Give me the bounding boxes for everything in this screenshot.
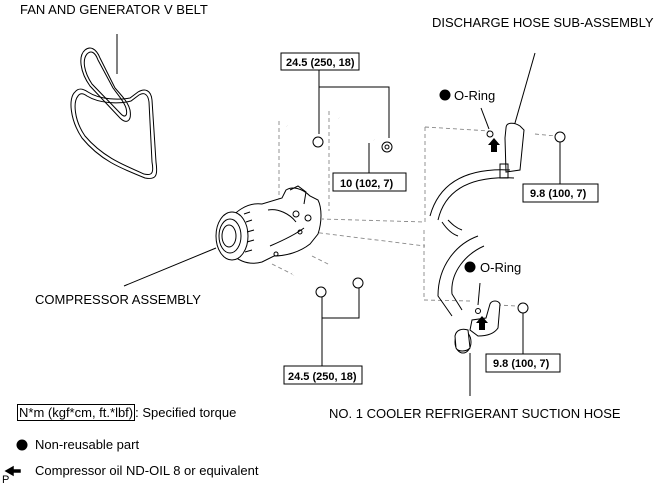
compressor-leader bbox=[123, 247, 217, 287]
oring-lower-label: O-Ring bbox=[480, 260, 521, 275]
compressor-drawing bbox=[215, 185, 322, 264]
torque-stud: 10 (102, 7) bbox=[340, 178, 394, 190]
torque-box-suction bbox=[485, 353, 561, 373]
suction-hose-label: NO. 1 COOLER REFRIGERANT SUCTION HOSE bbox=[329, 406, 621, 421]
discharge-hose-label: DISCHARGE HOSE SUB-ASSEMBLY bbox=[432, 15, 654, 30]
torque-unit: N*m (kgf*cm, ft.*lbf) bbox=[17, 404, 136, 421]
legend-torque: N*m (kgf*cm, ft.*lbf): Specified torque bbox=[17, 404, 237, 421]
torque-box-top-bolts bbox=[280, 52, 360, 71]
mounting-bolt-bottom-right bbox=[327, 263, 364, 289]
oring-upper-label: O-Ring bbox=[454, 88, 495, 103]
mounting-nut bbox=[381, 141, 393, 153]
oil-legend-arrow-icon bbox=[4, 465, 21, 477]
non-reusable-legend-icon bbox=[16, 439, 28, 451]
dash-line bbox=[311, 231, 426, 247]
oring-upper-leader bbox=[480, 107, 490, 130]
discharge-hose-drawing bbox=[429, 122, 525, 221]
legend-non-reusable: Non-reusable part bbox=[35, 437, 140, 452]
leader-top-nut bbox=[319, 86, 390, 138]
fan-belt-label: FAN AND GENERATOR V BELT bbox=[20, 2, 208, 17]
discharge-bolt bbox=[545, 131, 566, 143]
discharge-hose-leader bbox=[512, 52, 536, 131]
oring-lower-leader bbox=[477, 282, 481, 306]
torque-top-bolts: 24.5 (250, 18) bbox=[286, 57, 355, 69]
dash-line bbox=[424, 126, 491, 132]
v-belt-drawing bbox=[70, 47, 158, 179]
torque-discharge: 9.8 (100, 7) bbox=[530, 188, 587, 200]
dash-line bbox=[534, 133, 556, 137]
torque-box-stud bbox=[332, 172, 407, 192]
suction-bolt bbox=[507, 302, 529, 314]
mounting-bolt-bottom-left bbox=[291, 272, 327, 298]
torque-desc: : Specified torque bbox=[135, 405, 237, 420]
torque-bottom-bolts: 24.5 (250, 18) bbox=[288, 371, 357, 383]
dash-line bbox=[423, 230, 471, 302]
non-reusable-dot-icon bbox=[464, 261, 476, 273]
legend-oil: Compressor oil ND-OIL 8 or equivalent bbox=[35, 463, 259, 478]
torque-box-discharge bbox=[522, 183, 599, 203]
torque-suction: 9.8 (100, 7) bbox=[493, 358, 550, 370]
torque-box-bottom-bolts bbox=[283, 365, 363, 385]
dash-line bbox=[311, 255, 329, 265]
non-reusable-dot-icon bbox=[439, 89, 451, 101]
oil-arrow-icon bbox=[488, 138, 500, 152]
corner-mark: P bbox=[2, 474, 10, 486]
suction-hose-drawing bbox=[437, 219, 501, 354]
leader-bottom-bolt-2 bbox=[322, 288, 360, 319]
compressor-label: COMPRESSOR ASSEMBLY bbox=[35, 292, 201, 307]
oil-arrow-icon bbox=[476, 316, 488, 330]
mounting-stud bbox=[338, 117, 375, 141]
dash-line bbox=[321, 127, 426, 223]
mounting-bolt-top bbox=[286, 125, 324, 148]
